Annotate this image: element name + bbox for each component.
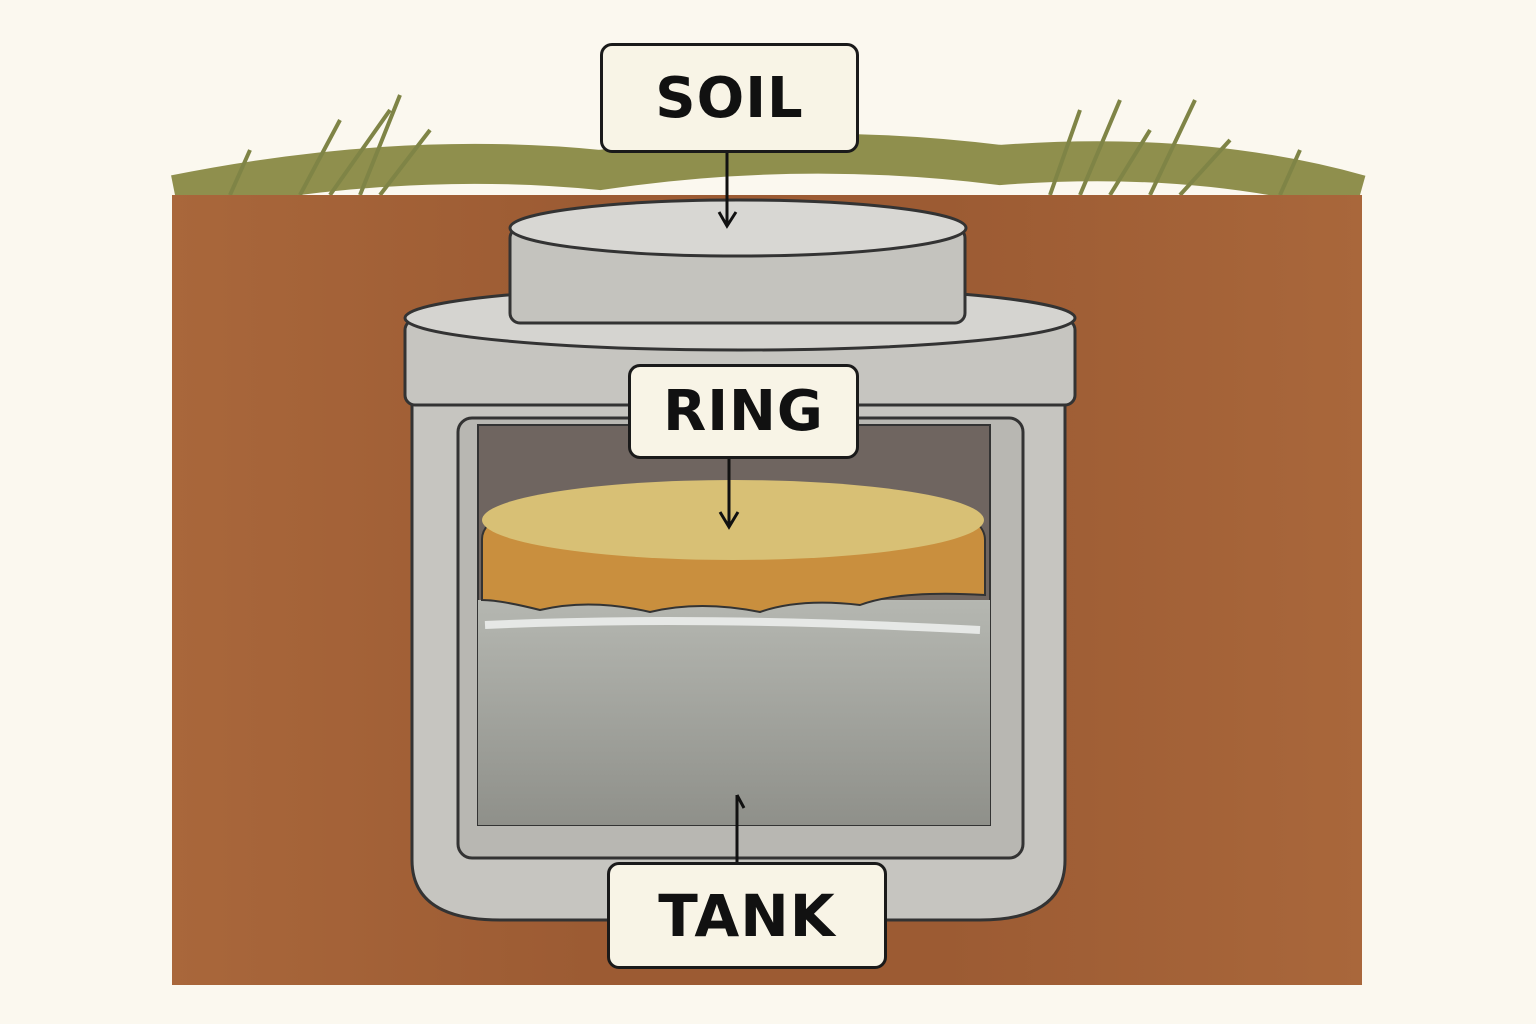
label-tank: TANK	[607, 862, 887, 969]
lid-top	[508, 198, 968, 258]
pointer-arrows	[717, 152, 746, 862]
grass	[171, 94, 1366, 215]
label-ring: RING	[628, 364, 859, 459]
label-soil: SOIL	[600, 43, 859, 153]
liquid-layer	[478, 600, 990, 825]
